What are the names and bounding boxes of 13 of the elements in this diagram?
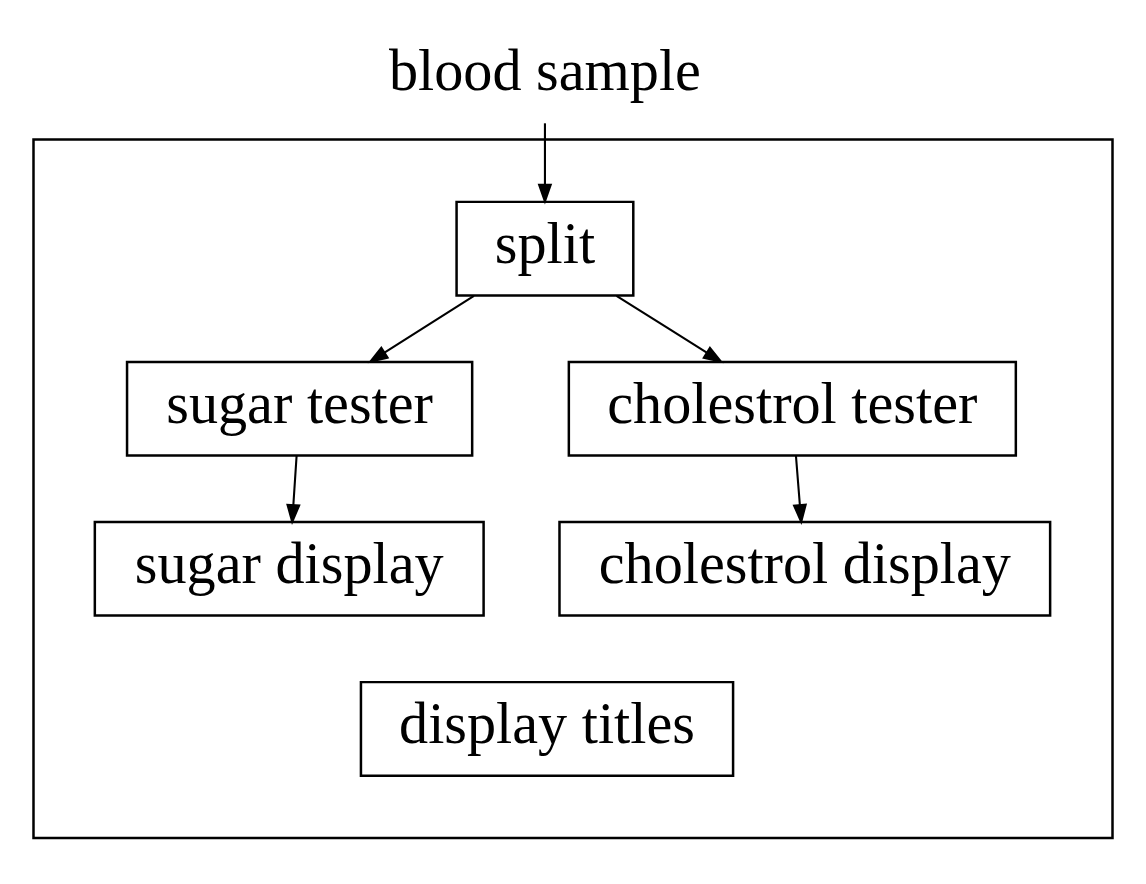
arrow: [792, 455, 808, 525]
arrow: [367, 294, 475, 364]
arrow: [615, 294, 724, 364]
cluster: [32, 138, 1114, 840]
node-text: blood sample: [388, 38, 701, 104]
node-box: sugar display: [93, 520, 485, 617]
arrow: [537, 123, 553, 205]
arrow: [286, 455, 301, 525]
node-box: split: [455, 200, 635, 297]
node-box: cholestrol tester: [567, 360, 1018, 457]
node-box: cholestrol display: [558, 520, 1052, 617]
node-box: display titles: [359, 680, 735, 777]
node-box: sugar tester: [125, 360, 474, 457]
